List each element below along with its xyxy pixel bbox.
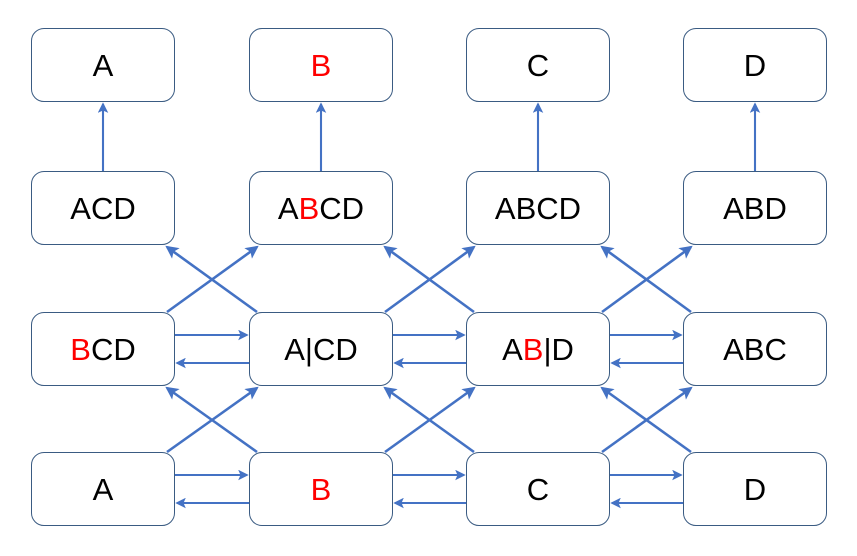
edge-d-to-abd-d (600, 386, 692, 454)
node-label: C (526, 47, 550, 83)
edge-c-to-acd-d (383, 386, 475, 454)
node-r3c4-ABC[interactable]: ABC (683, 312, 827, 386)
edge-b-to-abd-d (384, 386, 476, 454)
edge-a-to-acd-d (166, 386, 259, 454)
edge-abd2-to-abd (601, 245, 693, 314)
edge-acd2-to-abcd (384, 245, 476, 314)
node-label: B (310, 47, 332, 83)
edge-abc-to-abcd (600, 245, 692, 314)
node-r1c3-C[interactable]: C (466, 28, 610, 102)
node-r2c1-ACD[interactable]: ACD (31, 171, 175, 245)
node-label: A (92, 471, 114, 507)
node-r2c2-ABCD[interactable]: ABCD (249, 171, 393, 245)
node-r4c4-D[interactable]: D (683, 452, 827, 526)
node-r3c2-AbarCD[interactable]: A|CD (249, 312, 393, 386)
edge-bcd-to-abcd (166, 245, 259, 314)
node-label: ABC (723, 331, 787, 367)
node-r2c4-ABD[interactable]: ABD (683, 171, 827, 245)
node-label: D (743, 471, 767, 507)
node-r1c2-B[interactable]: B (249, 28, 393, 102)
node-label: AB|D (502, 331, 574, 367)
node-label: ABD (723, 190, 787, 226)
node-r1c1-A[interactable]: A (31, 28, 175, 102)
node-r4c3-C[interactable]: C (466, 452, 610, 526)
edge-c-to-abc-d (601, 386, 693, 454)
node-label: C (526, 471, 550, 507)
node-label: A|CD (284, 331, 358, 367)
node-r4c2-B[interactable]: B (249, 452, 393, 526)
node-r3c3-ABbarD[interactable]: AB|D (466, 312, 610, 386)
node-r2c3-ABCD[interactable]: ABCD (466, 171, 610, 245)
node-label: BCD (70, 331, 136, 367)
node-r3c1-BCD[interactable]: BCD (31, 312, 175, 386)
edge-acd-from-acd (165, 245, 258, 314)
node-r4c1-A[interactable]: A (31, 452, 175, 526)
node-label: A (92, 47, 114, 83)
node-label: B (310, 471, 332, 507)
node-label: ABCD (277, 190, 365, 226)
node-label: D (743, 47, 767, 83)
node-label: ABCD (494, 190, 582, 226)
edge-abd-to-abcd2 (383, 245, 475, 314)
edge-b-to-bcd-d (165, 386, 258, 454)
node-r1c4-D[interactable]: D (683, 28, 827, 102)
node-label: ACD (70, 190, 136, 226)
